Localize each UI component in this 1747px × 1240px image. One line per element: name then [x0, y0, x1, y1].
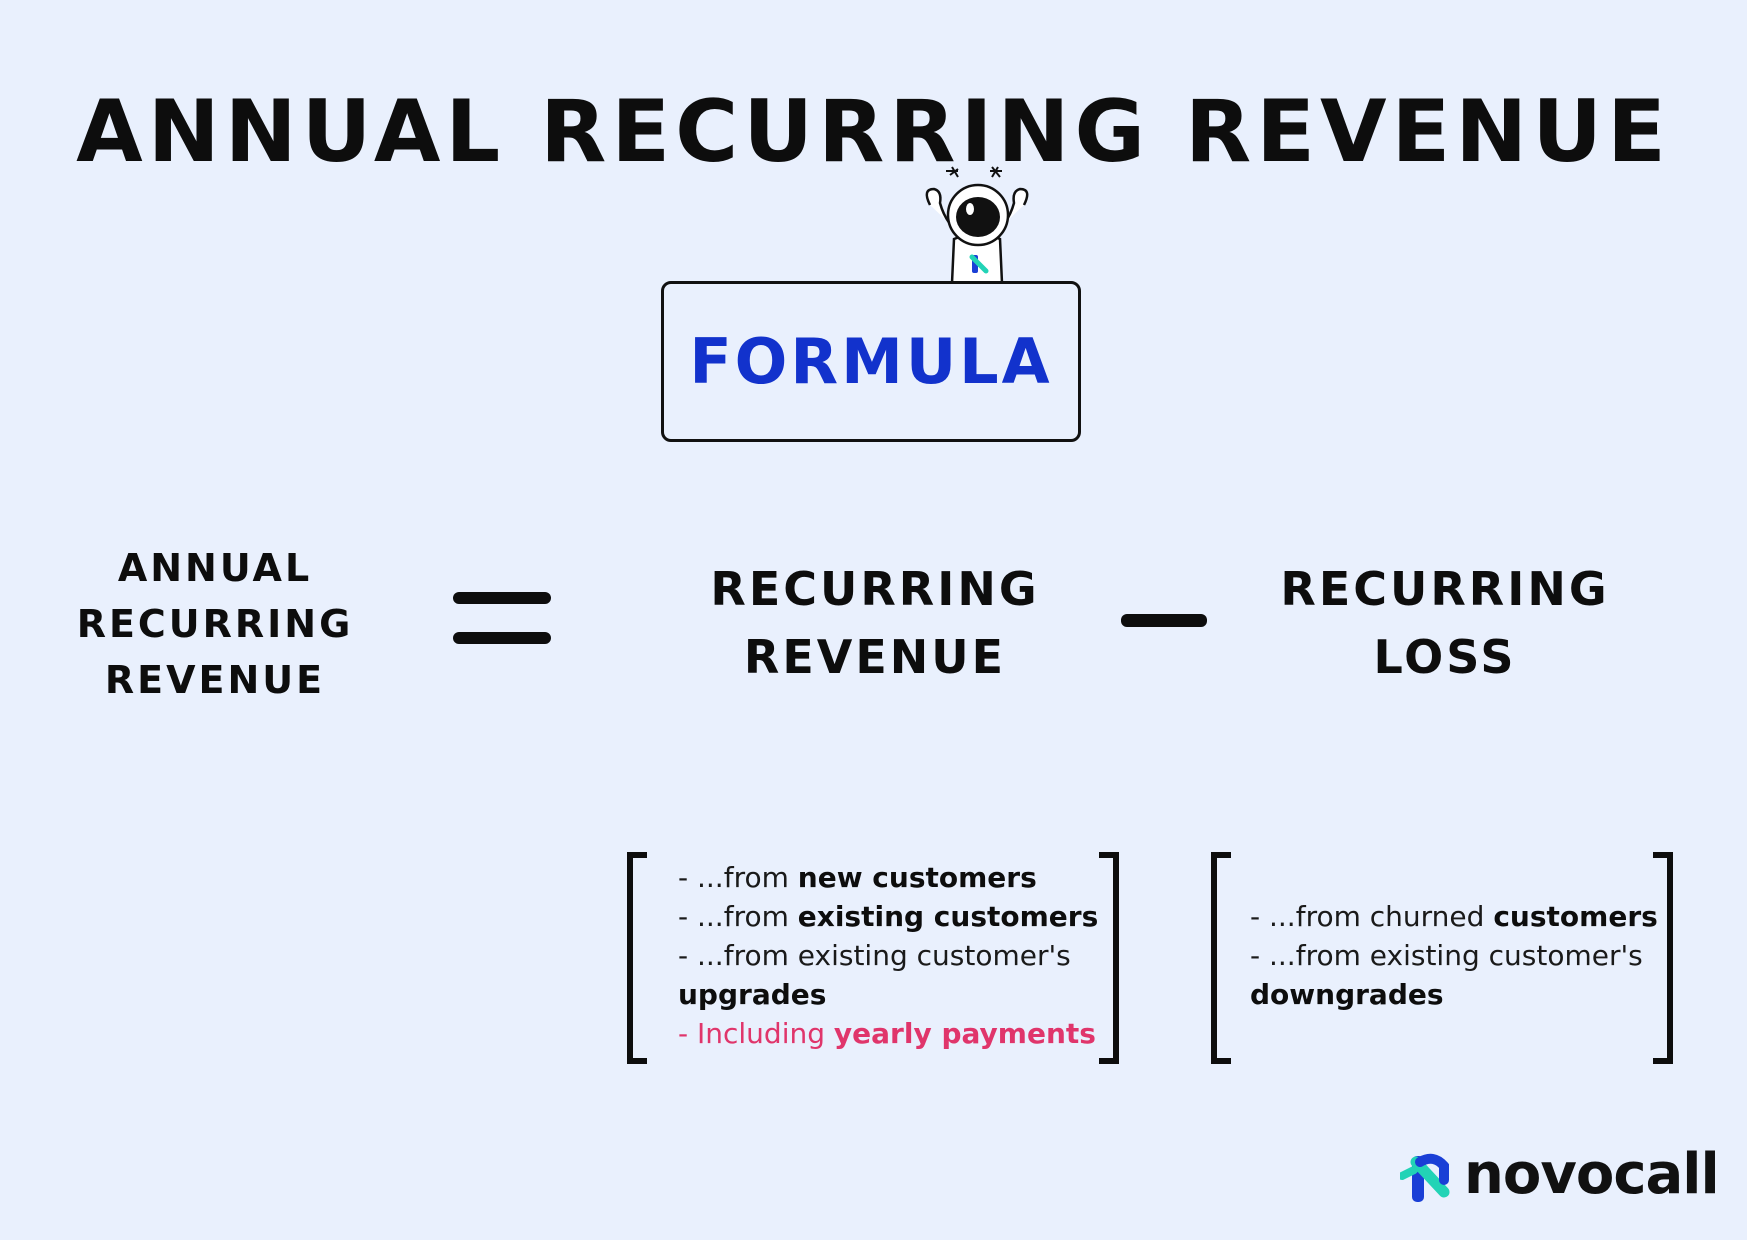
list-item: upgrades	[678, 978, 827, 1011]
page-title: ANNUAL RECURRING REVENUE	[76, 82, 1671, 182]
recurring-revenue-sources: - ...from new customers - ...from existi…	[678, 858, 1098, 1053]
recurring-loss-sources: - ...from churned customers - ...from ex…	[1250, 897, 1658, 1014]
list-item: downgrades	[1250, 978, 1444, 1011]
equals-sign	[453, 592, 551, 644]
astronaut-icon	[925, 166, 1029, 283]
term-arr-line: ANNUAL	[117, 546, 313, 590]
term-arr-line: REVENUE	[104, 658, 326, 702]
term-recurring-loss: RECURRING LOSS	[1240, 555, 1650, 691]
left-bracket	[1211, 852, 1231, 1064]
term-arr-line: RECURRING	[76, 602, 354, 646]
term-rev-line: RECURRING	[710, 562, 1040, 616]
list-item: - ...from existing customer's	[678, 939, 1071, 972]
minus-sign	[1121, 614, 1207, 627]
term-annual-recurring-revenue: ANNUAL RECURRING REVENUE	[60, 540, 370, 708]
list-item: - ...from existing customer's	[1250, 939, 1643, 972]
term-recurring-revenue: RECURRING REVENUE	[670, 555, 1080, 691]
list-item: - ...from existing customers	[678, 900, 1099, 933]
novocall-logo: novocall	[1400, 1142, 1720, 1207]
novocall-logo-icon	[1400, 1153, 1450, 1202]
list-item-highlight: - Including yearly payments	[678, 1017, 1096, 1050]
term-loss-line: RECURRING	[1280, 562, 1610, 616]
list-item: - ...from churned customers	[1250, 900, 1658, 933]
right-bracket	[1653, 852, 1673, 1064]
right-bracket	[1099, 852, 1119, 1064]
term-rev-line: REVENUE	[743, 630, 1007, 684]
list-item: - ...from new customers	[678, 861, 1037, 894]
formula-box: FORMULA	[661, 281, 1081, 442]
logo-wordmark: novocall	[1464, 1142, 1720, 1207]
formula-label: FORMULA	[689, 325, 1053, 398]
left-bracket	[627, 852, 647, 1064]
term-loss-line: LOSS	[1373, 630, 1517, 684]
